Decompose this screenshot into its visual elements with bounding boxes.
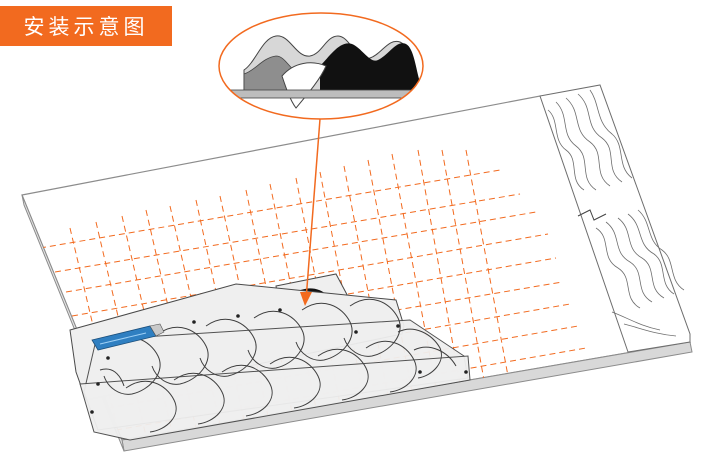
utility-knife-icon [91,323,165,351]
wood-grain-section [539,84,691,353]
callout-leader [300,118,321,306]
title-badge: 安装示意图 [0,6,172,46]
detail-callout [218,12,424,120]
diagram-title: 安装示意图 [23,15,149,39]
shingle-rows [69,283,471,441]
